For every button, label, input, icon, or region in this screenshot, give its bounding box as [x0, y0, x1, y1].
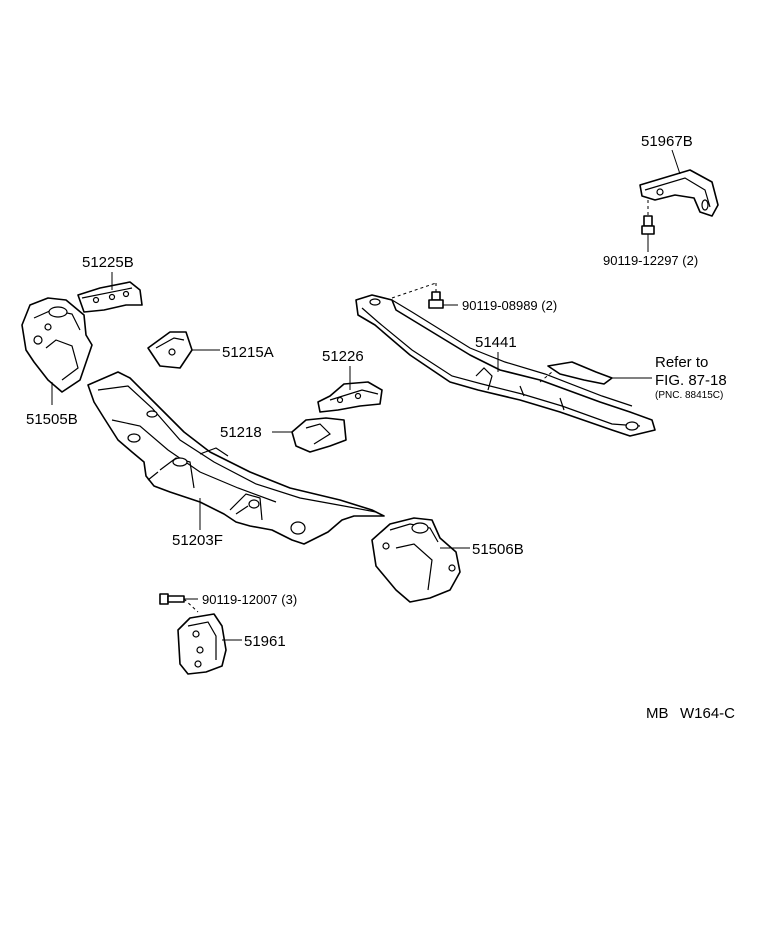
label-90119-12007: 90119-12007 (3) [202, 592, 297, 607]
label-90119-12297: 90119-12297 (2) [603, 253, 698, 268]
bolt-90119-08989[interactable] [391, 282, 458, 309]
pad-51218[interactable] [272, 417, 347, 453]
label-51967b: 51967B [641, 133, 693, 150]
bracket-51967b[interactable] [639, 149, 719, 217]
label-51961: 51961 [244, 633, 286, 650]
refer-fig-label: FIG. 87-18 [655, 372, 727, 389]
bracket-51961[interactable] [177, 613, 242, 675]
label-90119-08989: 90119-08989 (2) [462, 298, 557, 313]
bracket-51215a[interactable] [147, 331, 220, 369]
mount-51505b[interactable] [21, 297, 93, 405]
code-figure: W164-C [680, 705, 735, 722]
label-51505b: 51505B [26, 411, 78, 428]
code-mb: MB [646, 705, 669, 722]
bolt-90119-12007[interactable] [159, 593, 199, 613]
refer-pnc-label: (PNC. 88415C) [655, 390, 723, 401]
label-51506b: 51506B [472, 541, 524, 558]
label-51226: 51226 [322, 348, 364, 365]
crossmember-51441[interactable] [355, 294, 656, 437]
bracket-51226[interactable] [317, 366, 383, 413]
label-51215a: 51215A [222, 344, 274, 361]
label-51218: 51218 [220, 424, 262, 441]
frame-51203f[interactable] [87, 371, 385, 545]
label-51441: 51441 [475, 334, 517, 351]
bracket-51225b[interactable] [77, 272, 143, 313]
label-51225b: 51225B [82, 254, 134, 271]
label-51203f: 51203F [172, 532, 223, 549]
refer-to-label: Refer to [655, 354, 708, 371]
mount-51506b[interactable] [371, 517, 470, 603]
bolt-90119-12297[interactable] [641, 200, 655, 252]
